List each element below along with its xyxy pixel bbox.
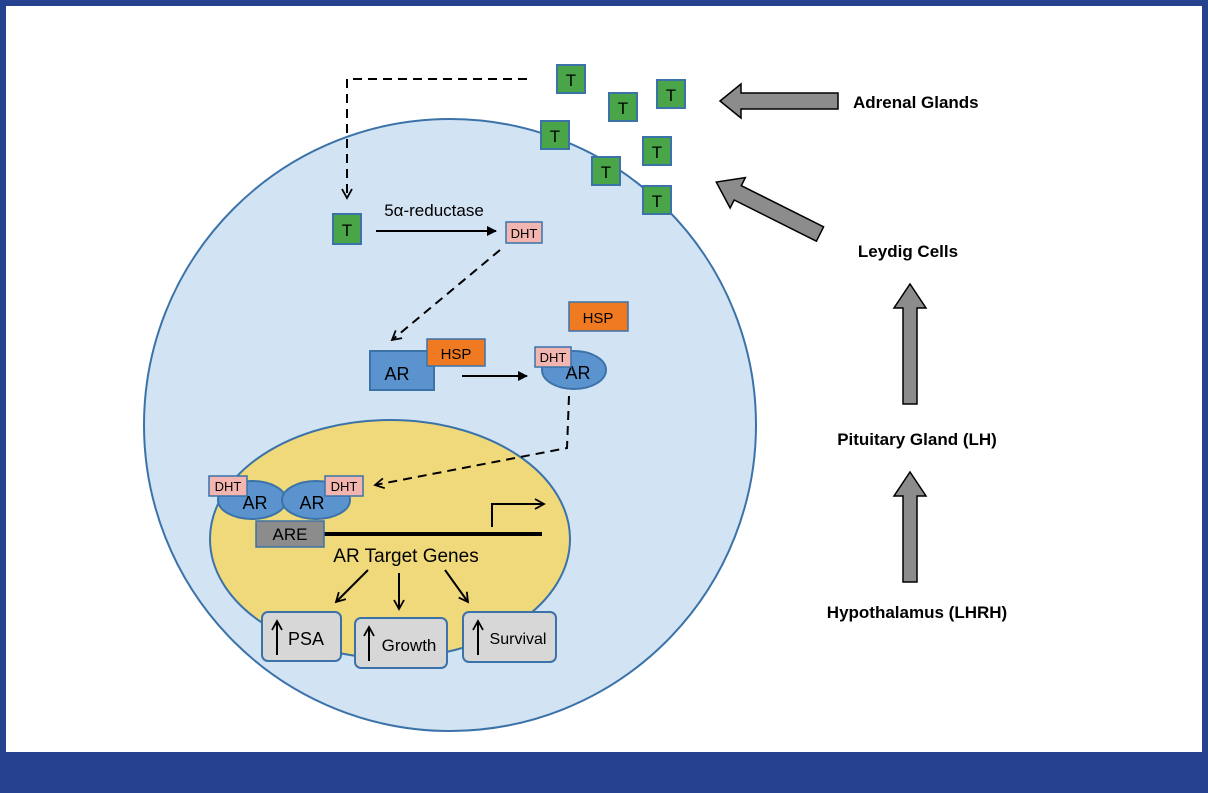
testosterone-label: T (550, 127, 560, 146)
testosterone-label: T (618, 99, 628, 118)
ar-label: AR (384, 364, 409, 384)
leydig-cells-label: Leydig Cells (858, 242, 958, 261)
ar-label: AR (242, 493, 267, 513)
free-hsp-box: HSP (568, 301, 629, 332)
testosterone-box: T (656, 79, 686, 109)
are-box: ARE (255, 520, 325, 548)
extracellular-testosterone: T T T T T T T (540, 64, 686, 215)
dht-box (534, 346, 572, 368)
hypothalamus-to-pituitary-arrow (892, 470, 928, 583)
dht-label: DHT (540, 350, 567, 365)
output-label: Growth (382, 636, 437, 655)
testosterone-label: T (566, 71, 576, 90)
dht-to-receptor-dashed-arrow (390, 249, 501, 342)
ar-label: AR (565, 363, 590, 383)
hsp-box-bound (426, 338, 486, 367)
output-box-growth: Growth (354, 617, 448, 669)
testosterone-box: T (642, 185, 672, 215)
output-label: Survival (490, 631, 547, 648)
output-arrow-psa (334, 569, 369, 604)
are-label: ARE (273, 525, 308, 544)
testosterone-label: T (652, 143, 662, 162)
testosterone-entry-dashed-arrow (341, 78, 527, 200)
dht-box (208, 475, 248, 497)
enzyme-label: 5α-reductase (384, 201, 484, 220)
intracellular-testosterone-label: T (342, 221, 352, 240)
dht-label: DHT (331, 479, 358, 494)
testosterone-label: T (666, 86, 676, 105)
dht-label: DHT (215, 479, 242, 494)
ar-dimer: AR AR DHT DHT (208, 475, 364, 520)
target-genes-label: AR Target Genes (333, 546, 478, 567)
adrenal-glands-label: Adrenal Glands (853, 93, 979, 112)
hsp-label: HSP (441, 346, 472, 363)
intracellular-testosterone-box: T (332, 213, 362, 245)
testosterone-box: T (540, 120, 570, 150)
testosterone-box: T (591, 156, 621, 186)
testosterone-label: T (601, 163, 611, 182)
dht-label: DHT (511, 226, 538, 241)
ar-label: AR (299, 493, 324, 513)
ar-hsp-complex: AR HSP (369, 338, 486, 391)
output-box-psa: PSA (261, 611, 342, 662)
hypothalamus-label: Hypothalamus (LHRH) (827, 603, 1007, 622)
pituitary-gland-label: Pituitary Gland (LH) (837, 430, 997, 449)
adrenal-arrow (718, 82, 839, 120)
pituitary-to-leydig-arrow (892, 282, 928, 405)
receptor-to-nucleus-dashed-arrow (373, 395, 570, 490)
transcription-start-arrow (491, 498, 546, 527)
dht-box: DHT (505, 221, 543, 244)
testosterone-box: T (556, 64, 586, 94)
leydig-arrow (715, 176, 825, 243)
testosterone-box: T (608, 92, 638, 122)
free-hsp-label: HSP (583, 310, 614, 327)
output-arrow-survival (444, 569, 470, 604)
testosterone-label: T (652, 192, 662, 211)
ar-box (369, 350, 435, 391)
dht-ar-complex: AR DHT (534, 346, 607, 390)
dht-box (324, 475, 364, 497)
output-box-survival: Survival (462, 611, 557, 663)
footer-bar (0, 752, 1208, 793)
output-label: PSA (288, 629, 324, 649)
testosterone-box: T (642, 136, 672, 166)
